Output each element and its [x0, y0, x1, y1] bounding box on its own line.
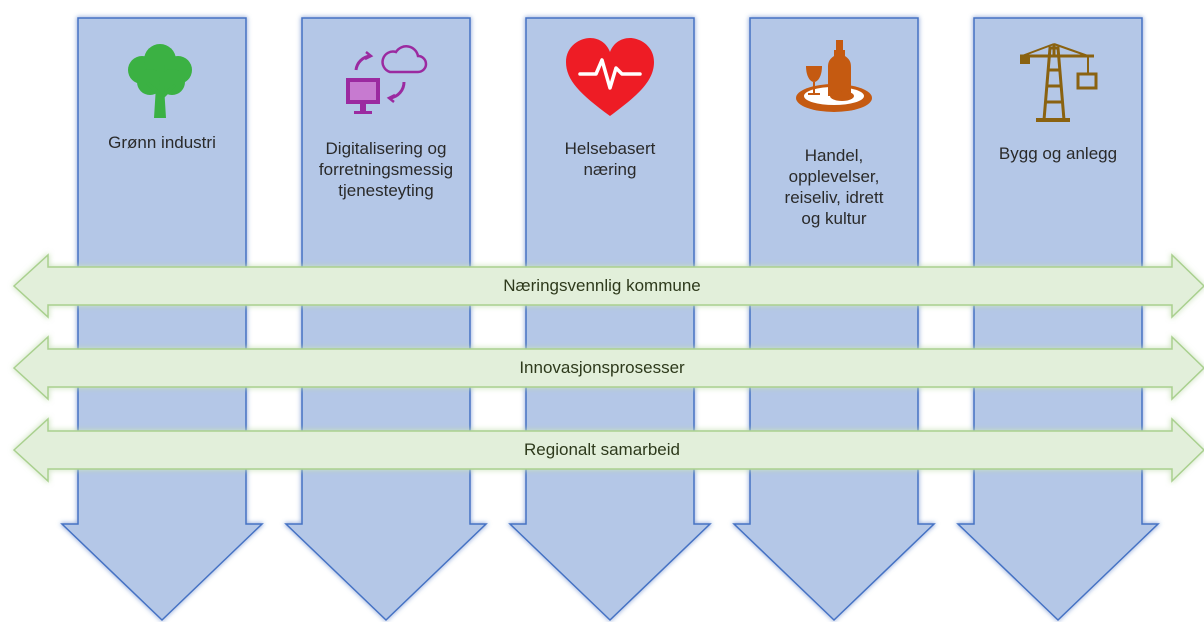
label-line: forretningsmessig: [318, 160, 454, 179]
label-line: og kultur: [801, 209, 867, 228]
column-arrow-digitalisering: [284, 17, 488, 622]
column-label-gronn-industri: Grønn industri: [77, 132, 247, 153]
column-label-digitalisering: Digitalisering og forretningsmessig tjen…: [301, 138, 471, 201]
column-label-handel: Handel, opplevelser, reiseliv, idrett og…: [749, 145, 919, 229]
construction-crane-icon: [1020, 43, 1098, 122]
band-label-regionalt: Regionalt samarbeid: [524, 440, 680, 459]
label-line: tjenesteyting: [338, 181, 434, 200]
label-line: næring: [583, 160, 637, 179]
label-line: Bygg og anlegg: [998, 144, 1118, 163]
label-line: opplevelser,: [788, 167, 880, 186]
food-and-drink-tray-icon: [796, 40, 872, 112]
column-label-helsebasert: Helsebasert næring: [525, 138, 695, 180]
cloud-sync-computer-icon: [346, 45, 428, 114]
band-arrow-innovasjon: [12, 335, 1204, 401]
band-label-naeringsvennlig: Næringsvennlig kommune: [503, 276, 701, 295]
tree-icon: [128, 44, 192, 118]
label-line: reiseliv, idrett: [784, 188, 884, 207]
label-line: Helsebasert: [564, 139, 656, 158]
heartbeat-icon: [566, 38, 654, 116]
label-line: Digitalisering og: [325, 139, 447, 158]
label-line: Grønn industri: [108, 133, 216, 152]
band-arrow-regionalt: [12, 417, 1204, 483]
column-arrow-bygg: [956, 17, 1160, 622]
label-line: Handel,: [804, 146, 864, 165]
band-label-innovasjon: Innovasjonsprosesser: [519, 358, 685, 377]
column-label-bygg: Bygg og anlegg: [973, 143, 1143, 164]
band-arrow-naeringsvennlig: [12, 253, 1204, 319]
